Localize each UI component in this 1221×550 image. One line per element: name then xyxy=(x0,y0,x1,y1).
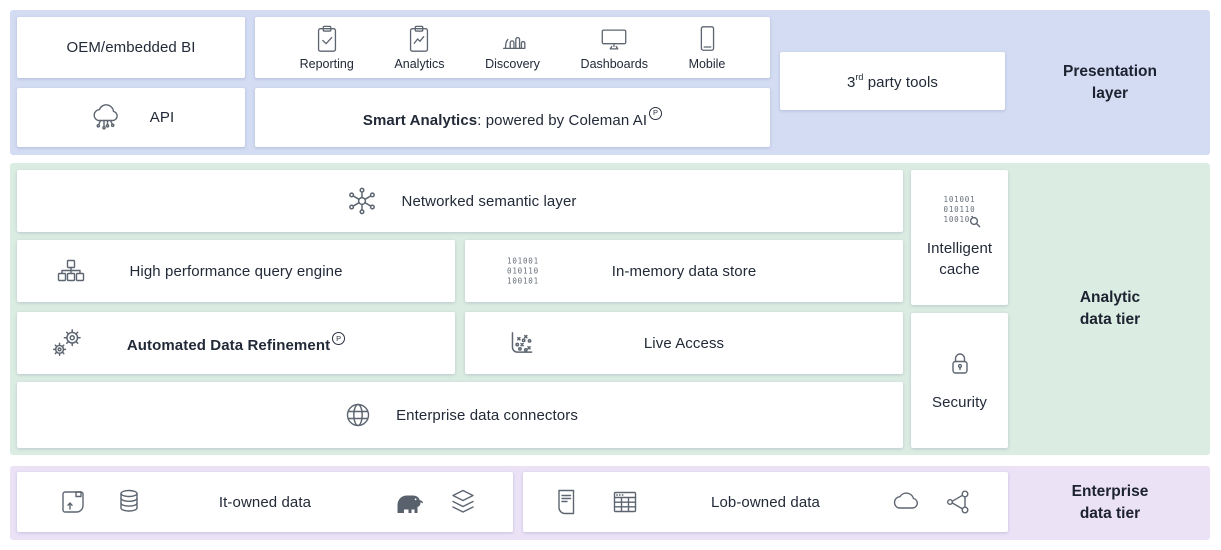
bi-tools-row: Reporting Analytics xyxy=(255,24,770,71)
query-engine-label: High performance query engine xyxy=(129,262,343,280)
analytic-data-tier-title: Analytic data tier xyxy=(1079,289,1141,328)
mobile-phone-icon xyxy=(700,26,715,51)
intelligent-cache-label: Intelligent cache xyxy=(926,240,993,278)
tool-analytics-label: Analytics xyxy=(394,57,445,71)
lob-owned-data-label: Lob-owned data xyxy=(711,493,820,511)
tool-discovery-label: Discovery xyxy=(485,57,540,71)
spreadsheet-table-icon xyxy=(613,491,637,513)
discovery-bar-chart-icon xyxy=(502,36,525,50)
tool-discovery: Discovery xyxy=(485,24,540,71)
dashboards-monitor-icon xyxy=(601,29,627,50)
query-engine-box: High performance query engine xyxy=(17,240,455,302)
intelligent-cache-box: 101001 010110 100101 Intelligent cache xyxy=(911,170,1008,305)
document-icon xyxy=(558,489,575,515)
lock-icon xyxy=(951,353,968,374)
globe-icon xyxy=(346,403,370,427)
tool-mobile-label: Mobile xyxy=(688,57,726,71)
api-label: API xyxy=(149,109,175,126)
cloud-icon xyxy=(893,492,918,509)
circled-p-mark: P xyxy=(649,106,663,120)
enterprise-data-tier-title: Enterprise data tier xyxy=(1071,483,1149,522)
presentation-layer-band: OEM/embedded BI Reporting xyxy=(10,10,1210,155)
package-box-icon xyxy=(62,491,84,513)
tool-dashboards-label: Dashboards xyxy=(580,57,648,71)
reporting-clipboard-check-icon xyxy=(317,25,336,52)
tool-analytics: Analytics xyxy=(394,24,444,71)
layers-icon xyxy=(452,489,474,513)
tool-reporting: Reporting xyxy=(300,24,354,71)
it-owned-data-box: It-owned data xyxy=(17,472,513,532)
tool-dashboards: Dashboards xyxy=(581,24,648,71)
oem-embedded-bi-box: OEM/embedded BI xyxy=(17,17,245,78)
share-graph-icon xyxy=(946,490,969,514)
live-access-box: Live Access xyxy=(465,312,903,374)
gears-icon xyxy=(52,329,81,356)
enterprise-data-connectors-label: Enterprise data connectors xyxy=(396,406,578,424)
third-party-tools-label: 3rd party tools xyxy=(846,71,939,91)
analytics-clipboard-chart-icon xyxy=(410,25,429,52)
binary-data-icon: 101001 010110 100101 xyxy=(507,256,539,285)
lob-owned-data-box: Lob-owned data xyxy=(523,472,1008,532)
in-memory-label: In-memory data store xyxy=(611,262,757,280)
tool-reporting-label: Reporting xyxy=(299,57,354,71)
live-access-label: Live Access xyxy=(643,334,725,352)
third-party-tools-box: 3rd party tools xyxy=(780,52,1005,110)
networked-semantic-layer-box: Networked semantic layer xyxy=(17,170,903,232)
in-memory-box: 101001 010110 100101 In-memory data stor… xyxy=(465,240,903,302)
hadoop-elephant-icon xyxy=(397,495,423,513)
circled-p-mark: P xyxy=(332,332,346,346)
security-label: Security xyxy=(932,393,987,411)
networked-semantic-layer-label: Networked semantic layer xyxy=(401,192,577,210)
api-box: API xyxy=(17,88,245,147)
binary-search-icon: 101001 010110 100101 xyxy=(944,195,981,228)
presentation-layer-title: Presentation layer xyxy=(1063,62,1157,102)
network-hub-icon xyxy=(348,187,375,215)
hierarchy-boxes-icon xyxy=(57,259,85,282)
it-owned-data-label: It-owned data xyxy=(218,493,312,511)
enterprise-data-connectors-box: Enterprise data connectors xyxy=(17,382,903,448)
scatter-plot-icon xyxy=(511,332,533,353)
database-icon xyxy=(120,489,138,512)
oem-embedded-bi-label: OEM/embedded BI xyxy=(66,39,196,56)
bi-tools-box: Reporting Analytics xyxy=(255,17,770,78)
enterprise-data-tier-band: It-owned data Lob-o xyxy=(10,466,1210,540)
api-cloud-icon xyxy=(93,103,118,130)
analytic-data-tier-band: Networked semantic layer High performanc… xyxy=(10,163,1210,455)
security-box: Security xyxy=(911,313,1008,448)
magnifier-icon xyxy=(970,217,981,228)
tool-mobile: Mobile xyxy=(688,24,726,71)
